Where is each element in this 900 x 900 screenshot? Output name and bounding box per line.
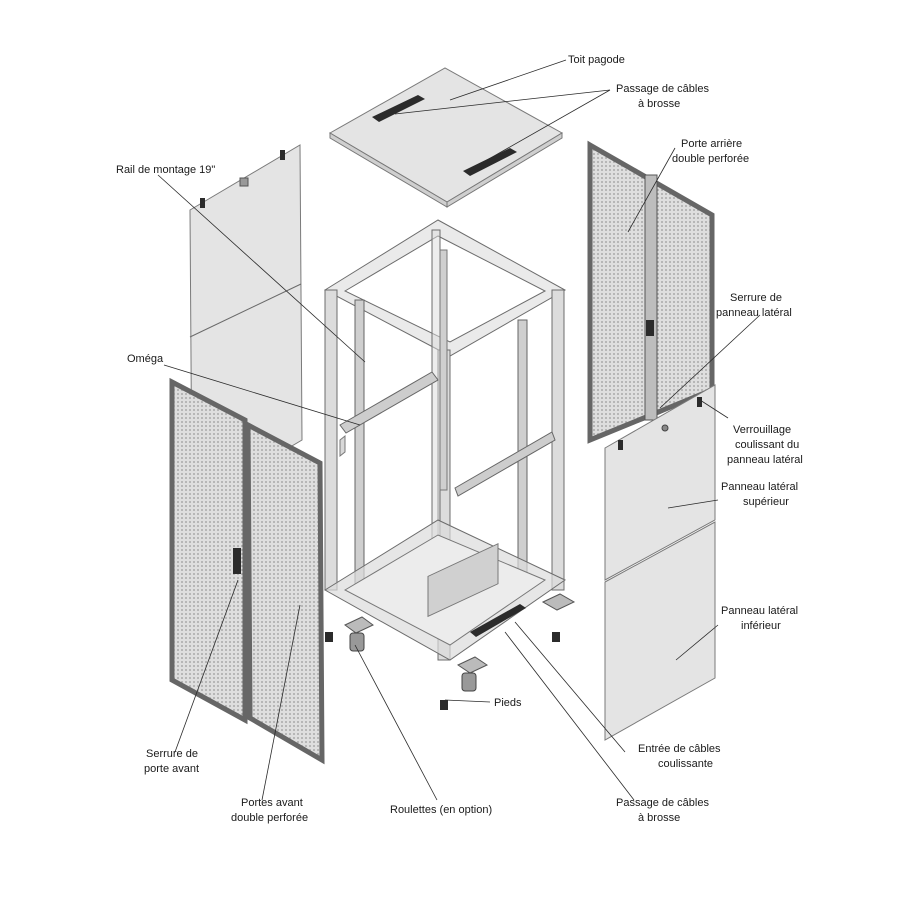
label-entree-line2: coulissante	[658, 758, 713, 770]
leader-lines	[157, 59, 761, 801]
label-passage-bas-line2: à brosse	[638, 812, 680, 824]
label-verrou-line3: panneau latéral	[727, 454, 803, 466]
label-porte-arriere-line2: double perforée	[672, 153, 749, 165]
label-passage-haut-line1: Passage de câbles	[616, 83, 709, 95]
rear-door	[587, 140, 715, 444]
roof-brush-passage-2	[463, 148, 517, 176]
label-passage-haut-line2: à brosse	[638, 98, 680, 110]
label-verrou-line1: Verrouillage	[733, 424, 791, 436]
label-verrou-line2: coulissant du	[735, 439, 799, 451]
label-rail-montage: Rail de montage 19"	[116, 164, 215, 176]
front-doors	[169, 377, 325, 765]
label-omega: Oméga	[127, 353, 164, 365]
label-serrure-avant-line1: Serrure de	[146, 748, 198, 760]
label-entree-line1: Entrée de câbles	[638, 743, 721, 755]
label-toit-pagode: Toit pagode	[568, 54, 625, 66]
casters-feet	[325, 593, 576, 710]
label-panneau-inf-line2: inférieur	[741, 620, 781, 632]
base-brush-passage	[470, 604, 526, 637]
label-roulettes: Roulettes (en option)	[390, 804, 492, 816]
label-serrure-panneau-line2: panneau latéral	[716, 307, 792, 319]
label-panneau-inf-line1: Panneau latéral	[721, 605, 798, 617]
label-portes-avant-line2: double perforée	[231, 812, 308, 824]
label-passage-bas-line1: Passage de câbles	[616, 797, 709, 809]
front-door-lock	[233, 548, 241, 574]
label-serrure-panneau-line1: Serrure de	[730, 292, 782, 304]
label-portes-avant-line1: Portes avant	[241, 797, 303, 809]
label-panneau-sup-line2: supérieur	[743, 496, 789, 508]
label-panneau-sup-line1: Panneau latéral	[721, 481, 798, 493]
label-porte-arriere-line1: Porte arrière	[681, 138, 742, 150]
label-pieds: Pieds	[494, 697, 522, 709]
rack-frame	[323, 219, 567, 661]
roof-brush-passage-1	[372, 95, 425, 122]
right-side-panels	[604, 384, 716, 741]
label-serrure-avant-line2: porte avant	[144, 763, 199, 775]
